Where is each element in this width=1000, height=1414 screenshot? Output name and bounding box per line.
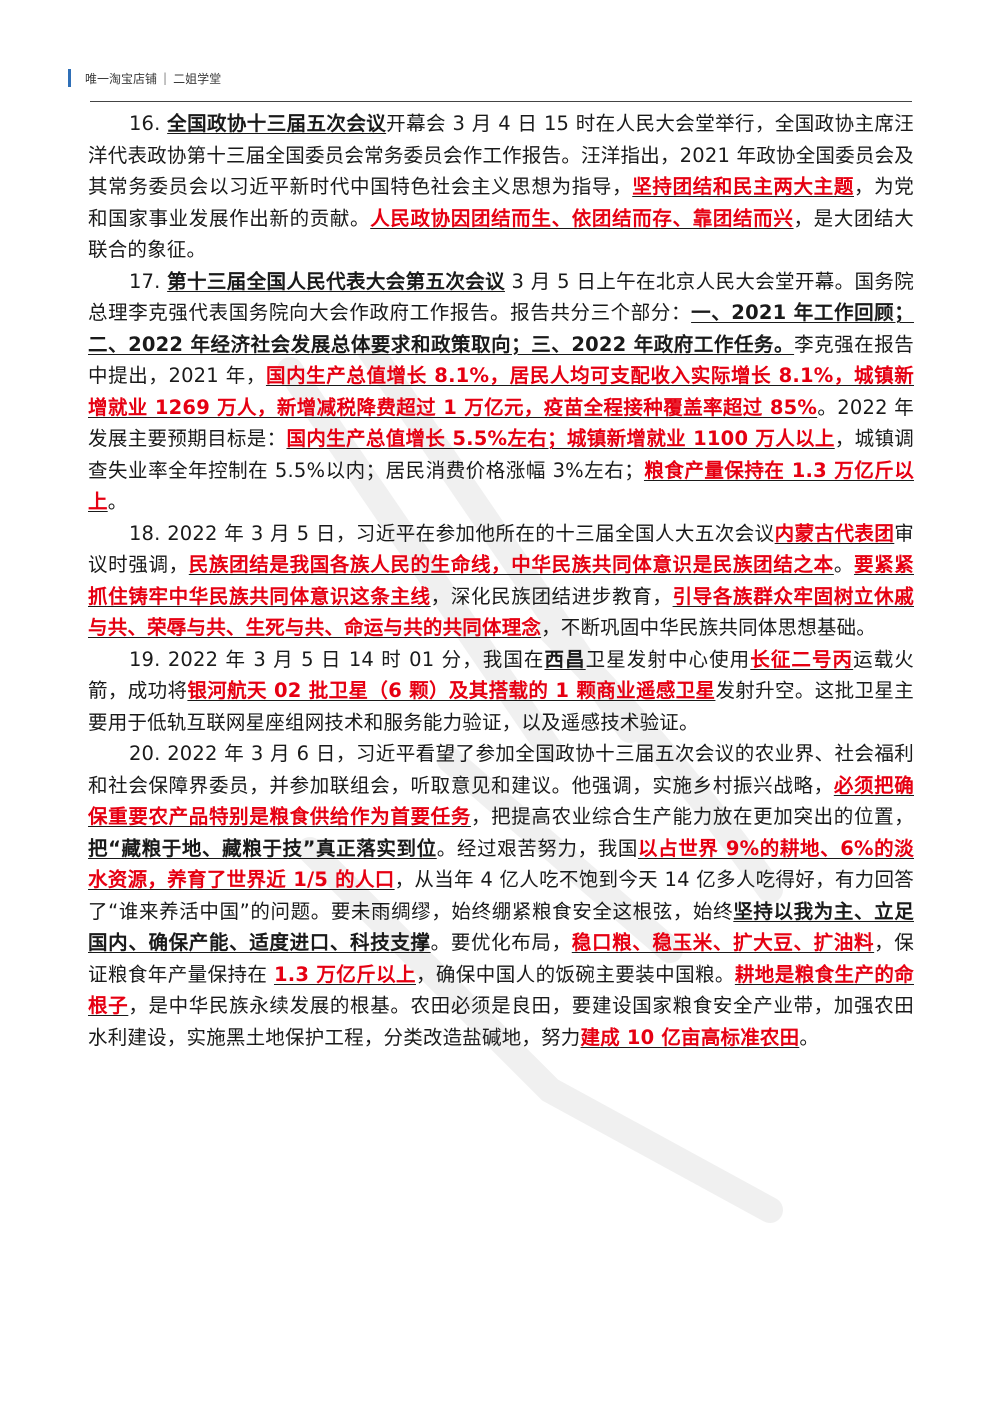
body-text: ，是中华民族永续发展的根基。农田必须是良田，要建设国家粮食安全产业带，加强农田水… — [88, 994, 914, 1049]
body-text: 16. — [128, 112, 168, 135]
body-text: 。2022 年发展主要预期目标是： — [88, 395, 914, 451]
body-text: 运载火箭，成功将 — [88, 647, 914, 703]
body-text: ，深化民族团结进步教育， — [430, 584, 673, 608]
body-text: ，保证粮食年产量保持在 — [88, 931, 914, 986]
highlight-text: 建成 10 亿亩高标准农田 — [580, 1025, 800, 1049]
body-text: ，城镇调查失业率全年控制在 5.5%以内；居民消费价格涨幅 3%左右； — [88, 427, 914, 482]
news-paragraph: 20. 2022 年 3 月 6 日，习近平看望了参加全国政协十三届五次会议的农… — [88, 738, 914, 1053]
body-text: 17. — [128, 269, 168, 293]
emphasis-text: 把“藏粮于地、藏粮于技”真正落实到位 — [88, 836, 437, 860]
body-text: ，确保中国人的饭碗主要装中国粮。 — [416, 962, 735, 986]
body-text: 审议时强调， — [88, 521, 914, 577]
highlight-text: 长征二号丙 — [750, 647, 854, 671]
body-text: ，从当年 4 亿人吃不饱到今天 14 亿多人吃得好，有力回答了“谁来养活中国”的… — [88, 868, 915, 923]
highlight-text: 民族团结是我国各族人民的生命线，中华民族共同体意识是民族团结之本 — [188, 553, 834, 576]
highlight-text: 银河航天 02 批卫星（6 颗）及其搭载的 1 颗商业遥感卫星 — [187, 679, 716, 702]
highlight-text: 稳口粮、稳玉米、扩大豆、扩油料 — [571, 931, 875, 954]
highlight-text: 耕地是粮食生产的命根子 — [88, 962, 914, 1018]
highlight-text: 粮食产量保持在 1.3 万亿斤以上 — [88, 458, 914, 514]
body-text: 。 — [799, 1025, 820, 1049]
body-text: 。 — [107, 490, 128, 513]
emphasis-text: 坚持以我为主、立足国内、确保产能、适度进口、科技支撑 — [88, 899, 914, 955]
page-header: 唯一淘宝店铺 | 二姐学堂 — [68, 68, 221, 88]
highlight-text: 国内生产总值增长 8.1%，居民人均可支配收入实际增长 8.1%，城镇新增就业 … — [88, 364, 914, 419]
highlight-text: 坚持团结和民主两大主题 — [632, 175, 854, 198]
body-text: 卫星发射中心使用 — [585, 647, 751, 671]
emphasis-text: 一、2021 年工作回顾；二、2022 年经济社会发展总体要求和政策取向；三、2… — [88, 301, 914, 356]
body-text: ，不断巩固中华民族共同体思想基础。 — [541, 616, 877, 639]
body-text: 19. 2022 年 3 月 5 日 14 时 01 分，我国在 — [128, 647, 545, 671]
header-brand-label: 二姐学堂 — [173, 71, 222, 86]
header-shop-label: 唯一淘宝店铺 — [85, 71, 158, 86]
body-text: 3 月 5 日上午在北京人民大会堂开幕。国务院总理李克强代表国务院向大会作政府工… — [88, 269, 914, 325]
highlight-text: 人民政协因团结而生、依团结而存、靠团结而兴 — [370, 206, 794, 230]
header-separator: | — [163, 71, 168, 85]
highlight-text: 引导各族群众牢固树立休戚与共、荣辱与共、生死与共、命运与共的共同体理念 — [88, 584, 914, 640]
body-text: ，把提高农业综合生产能力放在更加突出的位置， — [470, 805, 914, 828]
news-paragraph: 19. 2022 年 3 月 5 日 14 时 01 分，我国在西昌卫星发射中心… — [88, 644, 914, 739]
body-text: ，是大团结大联合的象征。 — [88, 206, 915, 262]
emphasis-text: 西昌 — [544, 647, 586, 671]
body-text: 发射升空。这批卫星主要用于低轨互联网星座组网技术和服务能力验证，以及遥感技术验证… — [88, 679, 914, 734]
news-paragraph: 16. 全国政协十三届五次会议开幕会 3 月 4 日 15 时在人民大会堂举行，… — [88, 108, 914, 266]
body-text: 。要优化布局， — [430, 931, 572, 954]
highlight-text: 必须把确保重要农产品特别是粮食供给作为首要任务 — [88, 773, 914, 829]
header-rule — [90, 101, 912, 102]
emphasis-text: 第十三届全国人民代表大会第五次会议 — [167, 269, 505, 293]
body-text: ，为党和国家事业发展作出新的贡献。 — [88, 175, 914, 230]
body-text: 开幕会 3 月 4 日 15 时在人民大会堂举行，全国政协主席汪洋代表政协第十三… — [88, 112, 914, 198]
highlight-text: 国内生产总值增长 5.5%左右；城镇新增就业 1100 万人以上 — [286, 427, 835, 450]
highlight-text: 1.3 万亿斤以上 — [273, 962, 416, 986]
body-text: 20. 2022 年 3 月 6 日，习近平看望了参加全国政协十三届五次会议的农… — [88, 742, 914, 797]
news-paragraph: 17. 第十三届全国人民代表大会第五次会议 3 月 5 日上午在北京人民大会堂开… — [88, 266, 914, 518]
body-text: 。经过艰苦努力，我国 — [436, 836, 638, 860]
body-text: 李克强在报告中提出，2021 年， — [88, 332, 914, 388]
body-text: 18. 2022 年 3 月 5 日，习近平在参加他所在的十三届全国人大五次会议 — [128, 521, 775, 545]
body-text: 。 — [833, 553, 854, 576]
emphasis-text: 全国政协十三届五次会议 — [167, 112, 387, 135]
document-body: 16. 全国政协十三届五次会议开幕会 3 月 4 日 15 时在人民大会堂举行，… — [88, 108, 914, 1053]
header-accent-bar — [68, 69, 71, 87]
news-paragraph: 18. 2022 年 3 月 5 日，习近平在参加他所在的十三届全国人大五次会议… — [88, 518, 914, 644]
highlight-text: 内蒙古代表团 — [774, 521, 895, 545]
highlight-text: 以占世界 9%的耕地、6%的淡水资源，养育了世界近 1/5 的人口 — [88, 836, 914, 892]
highlight-text: 要紧紧抓住铸牢中华民族共同体意识这条主线 — [88, 553, 914, 608]
